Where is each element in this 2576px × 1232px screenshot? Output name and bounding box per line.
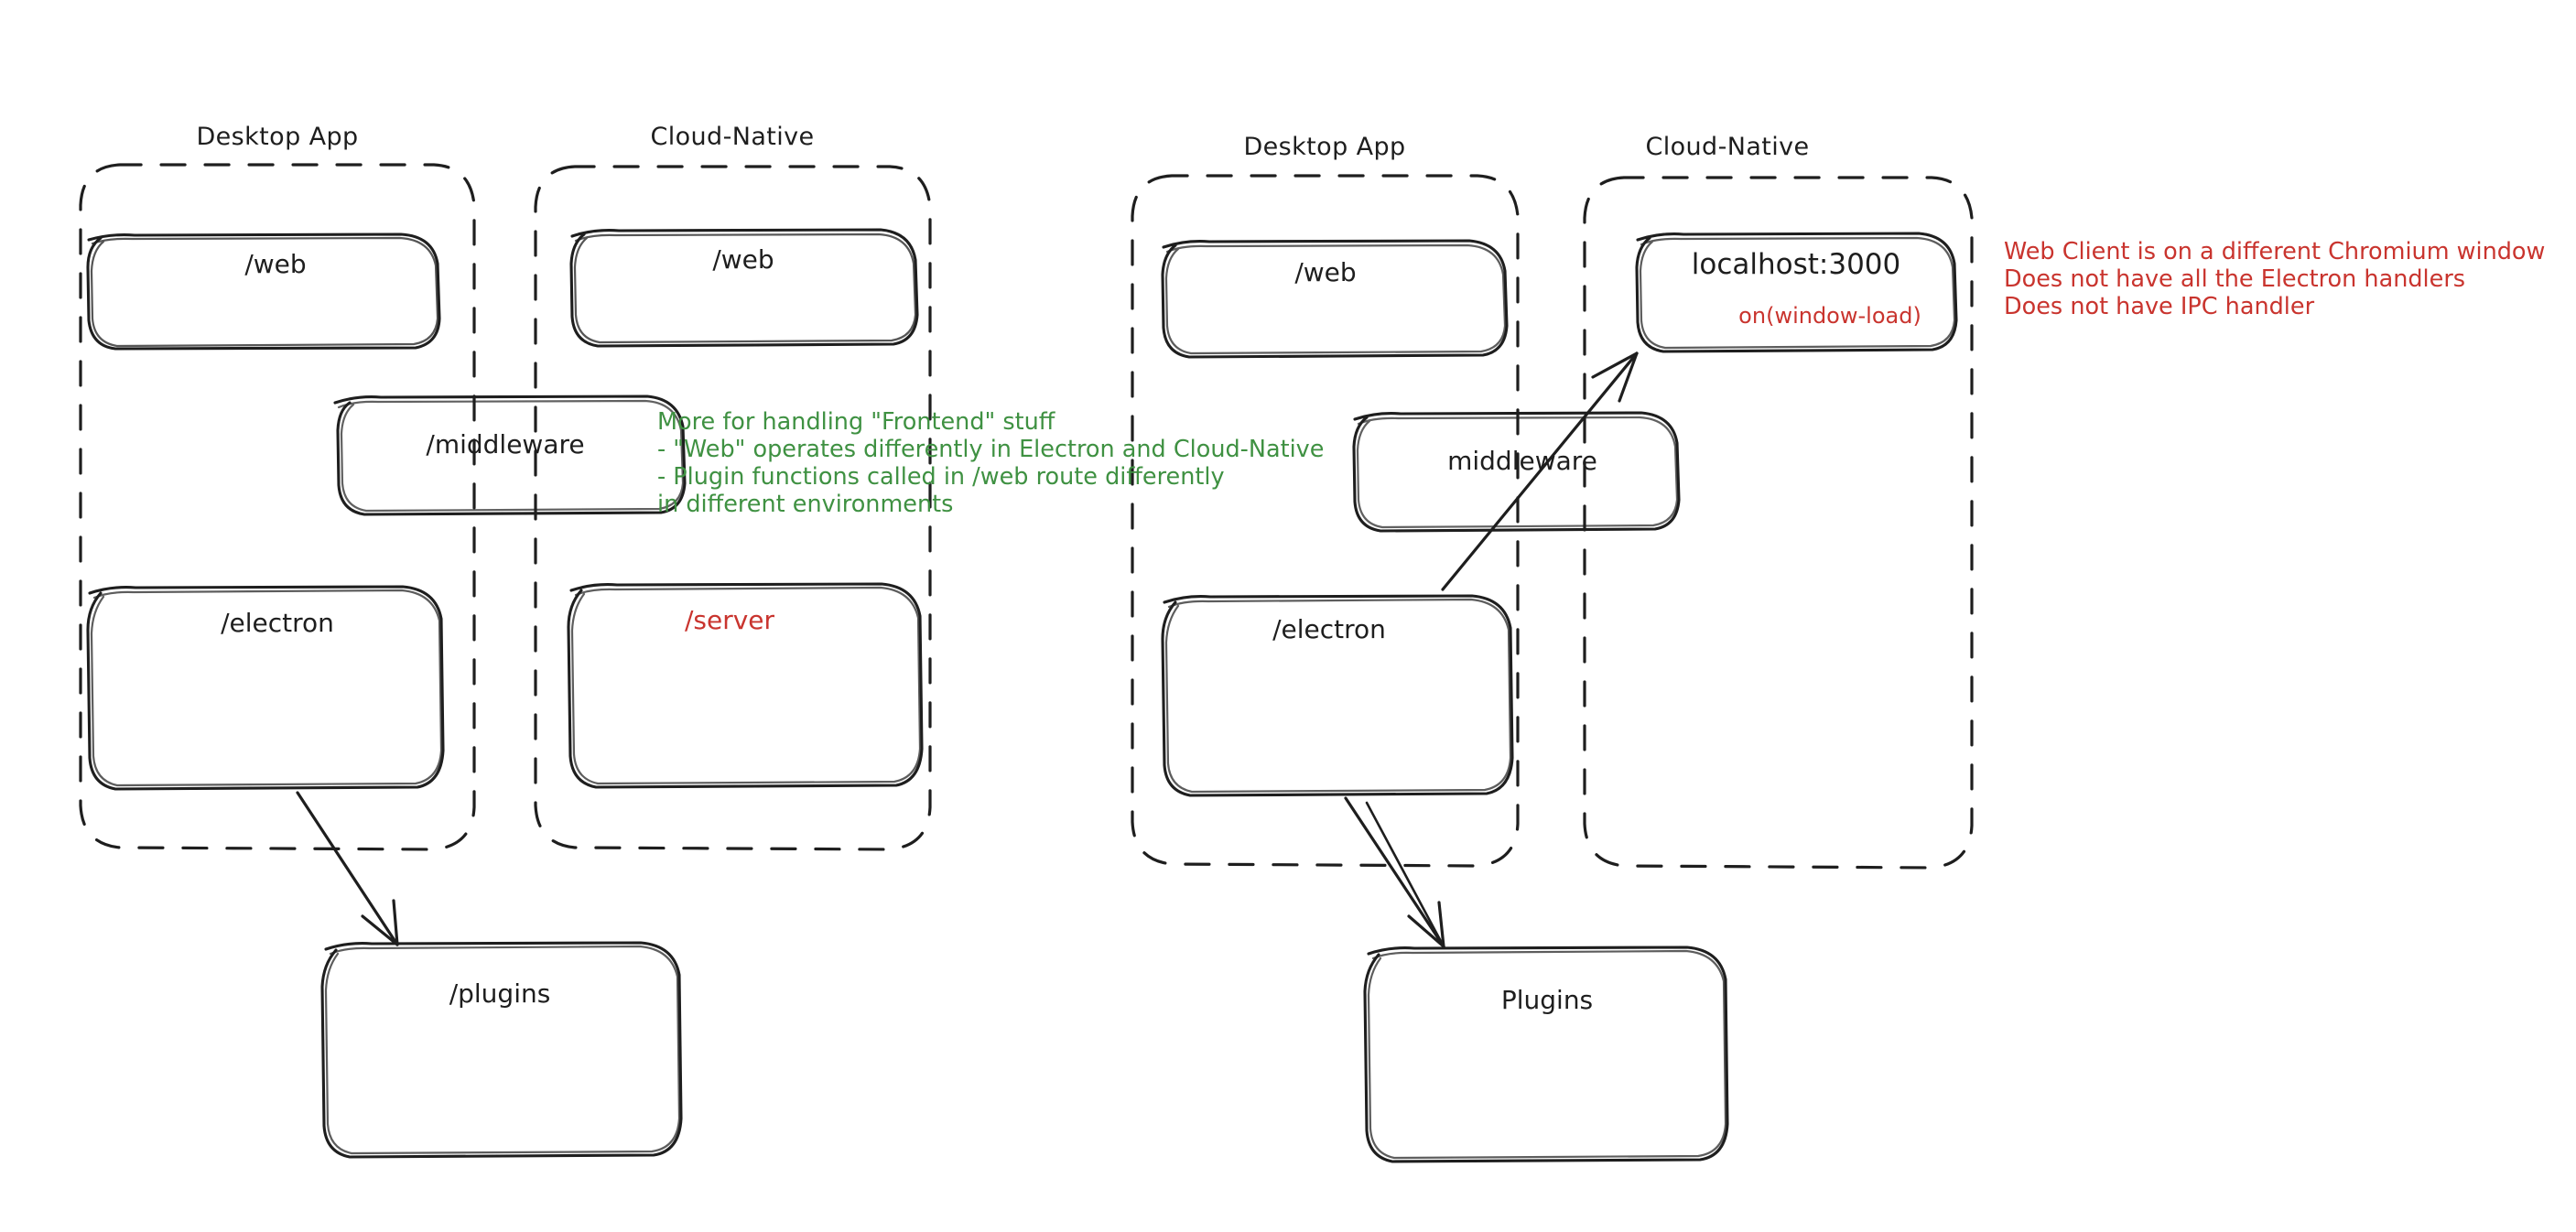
left-desktop-web-label: /web [244,249,307,279]
left-cloud-native-title: Cloud-Native [650,123,815,151]
left-middleware-label: /middleware [426,429,585,459]
right-electron-label: /electron [1272,614,1386,644]
left-desktop-app-title: Desktop App [196,123,359,151]
right-plugins-box[interactable] [1363,946,1729,1163]
left-plugins-label: /plugins [449,978,551,1009]
right-cloud-native-container [1583,176,1974,870]
left-electron-label: /electron [221,608,334,638]
right-localhost-sublabel: on(window-load) [1738,303,1921,329]
web-client-note: Web Client is on a different Chromium wi… [2004,238,2546,320]
right-localhost-label: localhost:3000 [1691,248,1901,281]
right-cloud-native-title: Cloud-Native [1645,133,1810,161]
right-desktop-app-title: Desktop App [1243,133,1406,161]
middleware-note: More for handling "Frontend" stuff - "We… [657,408,1325,518]
left-plugins-box[interactable] [320,941,683,1159]
right-desktop-web-label: /web [1294,257,1357,287]
right-electron-to-plugins-arrow [1344,796,1445,948]
left-server-label: /server [684,605,775,635]
right-middleware-label: middleware [1447,446,1597,476]
right-plugins-label: Plugins [1500,985,1594,1015]
left-cloud-web-label: /web [712,244,774,275]
left-electron-to-plugins-arrow [296,791,399,946]
